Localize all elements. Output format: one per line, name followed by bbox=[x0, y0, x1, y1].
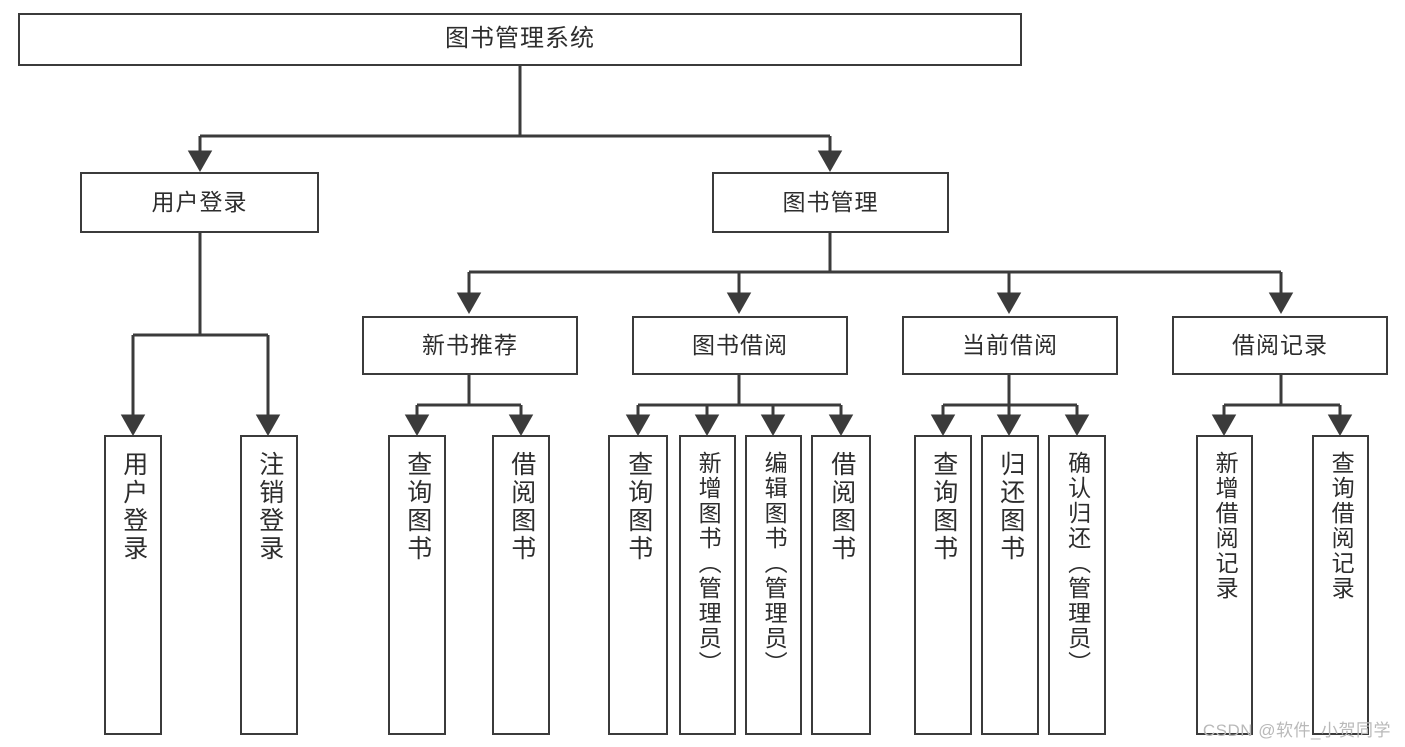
node-label: 确认归还（管理员） bbox=[1064, 451, 1091, 676]
leaf-current-borrow-query[interactable]: 查询图书 bbox=[914, 435, 972, 735]
node-current-borrow[interactable]: 当前借阅 bbox=[902, 316, 1118, 375]
node-book-management[interactable]: 图书管理 bbox=[712, 172, 949, 233]
leaf-book-borrow-borrow[interactable]: 借阅图书 bbox=[811, 435, 871, 735]
node-label: 查询图书 bbox=[929, 451, 958, 563]
node-label: 图书管理 bbox=[782, 188, 879, 215]
watermark-text: CSDN @软件_小贺同学 bbox=[1202, 721, 1391, 740]
node-user-login[interactable]: 用户登录 bbox=[80, 172, 319, 233]
node-root-system[interactable]: 图书管理系统 bbox=[18, 13, 1022, 66]
node-label: 图书管理系统 bbox=[445, 25, 595, 53]
node-label: 编辑图书（管理员） bbox=[761, 451, 788, 676]
node-label: 用户登录 bbox=[151, 188, 248, 215]
leaf-book-borrow-edit[interactable]: 编辑图书（管理员） bbox=[745, 435, 802, 735]
node-label: 用户登录 bbox=[119, 451, 148, 563]
node-label: 借阅图书 bbox=[827, 451, 856, 563]
node-label: 借阅记录 bbox=[1232, 331, 1328, 358]
node-new-book-recommend[interactable]: 新书推荐 bbox=[362, 316, 578, 375]
leaf-book-borrow-add[interactable]: 新增图书（管理员） bbox=[679, 435, 736, 735]
leaf-book-borrow-query[interactable]: 查询图书 bbox=[608, 435, 668, 735]
node-label: 查询借阅记录 bbox=[1328, 451, 1355, 601]
leaf-current-borrow-confirm-return[interactable]: 确认归还（管理员） bbox=[1048, 435, 1106, 735]
node-label: 当前借阅 bbox=[962, 331, 1058, 358]
node-book-borrow[interactable]: 图书借阅 bbox=[632, 316, 848, 375]
leaf-user-login-login[interactable]: 用户登录 bbox=[104, 435, 162, 735]
leaf-new-book-query[interactable]: 查询图书 bbox=[388, 435, 446, 735]
node-label: 注销登录 bbox=[255, 451, 284, 563]
node-label: 查询图书 bbox=[624, 451, 653, 563]
leaf-current-borrow-return[interactable]: 归还图书 bbox=[981, 435, 1039, 735]
leaf-user-login-logout[interactable]: 注销登录 bbox=[240, 435, 298, 735]
node-label: 查询图书 bbox=[403, 451, 432, 563]
node-borrow-record[interactable]: 借阅记录 bbox=[1172, 316, 1388, 375]
node-label: 图书借阅 bbox=[692, 331, 788, 358]
node-label: 归还图书 bbox=[996, 451, 1025, 563]
node-label: 新书推荐 bbox=[422, 331, 518, 358]
leaf-new-book-borrow[interactable]: 借阅图书 bbox=[492, 435, 550, 735]
node-label: 新增图书（管理员） bbox=[695, 451, 722, 676]
node-label: 新增借阅记录 bbox=[1212, 451, 1239, 601]
node-label: 借阅图书 bbox=[507, 451, 536, 563]
leaf-borrow-record-add[interactable]: 新增借阅记录 bbox=[1196, 435, 1253, 735]
leaf-borrow-record-query[interactable]: 查询借阅记录 bbox=[1312, 435, 1369, 735]
